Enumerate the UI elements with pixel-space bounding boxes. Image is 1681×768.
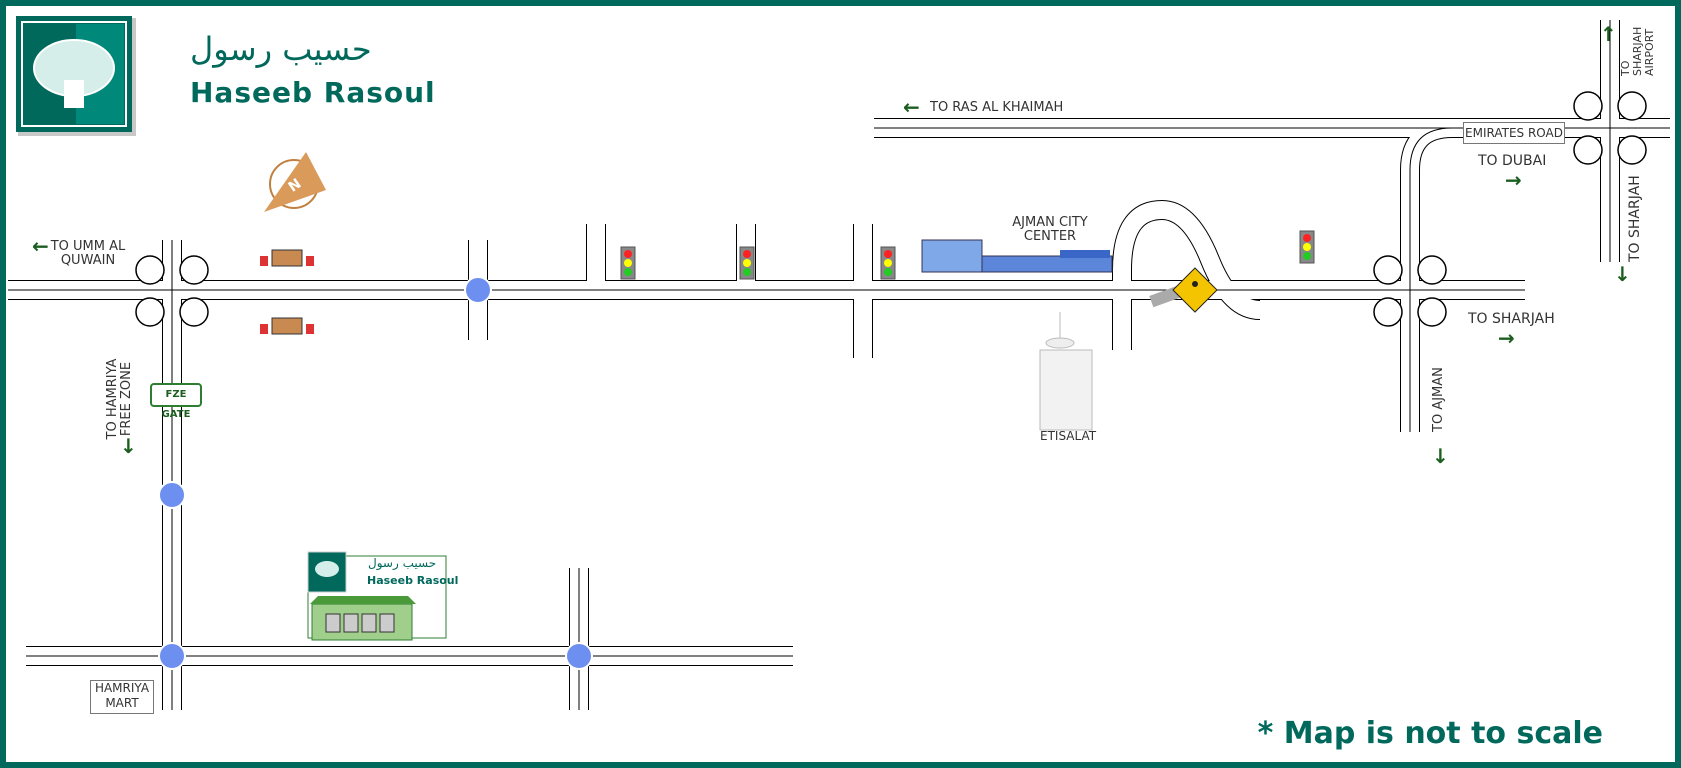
- cloverleaf-loops: [135, 91, 1647, 327]
- arrow-left-icon: ←: [903, 95, 920, 119]
- brand-english: Haseeb Rasoul: [190, 76, 436, 109]
- scale-note: * Map is not to scale: [1257, 716, 1603, 751]
- roundabout-icon: [565, 642, 593, 670]
- label-to-ajman: TO AJMAN: [1431, 367, 1446, 432]
- arrow-down-icon: ↓: [1614, 262, 1631, 286]
- label-to-umm-al-quwain: TO UMM AL QUWAIN: [50, 239, 126, 268]
- arrow-down-icon: ↓: [1432, 444, 1449, 468]
- label-etisalat: ETISALAT: [1040, 429, 1097, 443]
- roundabout-icon: [158, 642, 186, 670]
- label-hamriya-mart: HAMRIYA MART: [90, 680, 154, 714]
- roundabout-icon: [158, 481, 186, 509]
- compass-icon: N: [264, 152, 326, 212]
- arrow-right-icon: →: [1505, 168, 1522, 192]
- label-to-hamriya-free-zone: TO HAMRIYA FREE ZONE: [105, 358, 134, 440]
- label-ajman-city-center: AJMAN CITY CENTER: [1012, 215, 1088, 244]
- label-to-sharjah-east: TO SHARJAH: [1468, 311, 1555, 327]
- label-emirates-road: EMIRATES ROAD: [1463, 122, 1565, 144]
- logo-icon: [16, 16, 136, 136]
- kiosk-icon: [260, 317, 314, 335]
- haseeb-rasoul-showroom: [307, 551, 447, 641]
- arrow-left-icon: ←: [32, 234, 49, 258]
- brand-arabic: حسيب رسول: [190, 30, 372, 68]
- road-surfaces: [8, 20, 1670, 710]
- label-to-sharjah-airport: TO SHARJAH AIRPORT: [1619, 26, 1656, 76]
- arrow-right-icon: →: [1498, 326, 1515, 350]
- arrow-up-icon: ↑: [1600, 22, 1617, 46]
- arrow-down-icon: ↓: [120, 434, 137, 458]
- kiosk-icon: [260, 249, 314, 267]
- roundabout-icon: [464, 276, 492, 304]
- fze-gate-sign: FZE GATE: [150, 383, 202, 420]
- etisalat-tower-icon: [1039, 312, 1093, 431]
- label-to-dubai: TO DUBAI: [1478, 153, 1547, 169]
- label-to-sharjah-vertical: TO SHARJAH: [1627, 175, 1643, 262]
- roundabouts: [158, 276, 593, 670]
- label-to-ras-al-khaimah: TO RAS AL KHAIMAH: [930, 100, 1064, 115]
- ajman-city-center-building: [921, 239, 1113, 273]
- destination-arabic: حسيب رسول: [368, 556, 437, 570]
- destination-english: Haseeb Rasoul: [367, 574, 459, 587]
- construction-sign-icon: [1149, 267, 1218, 313]
